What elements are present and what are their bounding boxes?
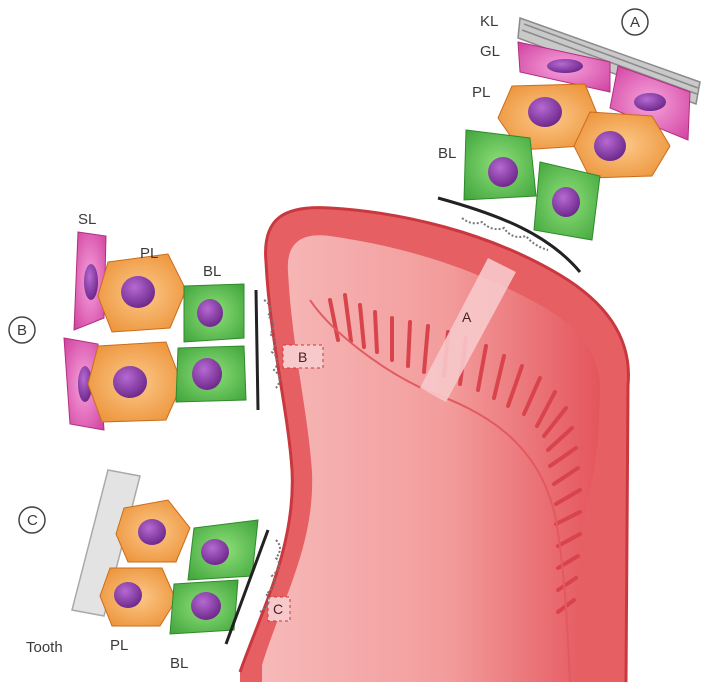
marker-C-label: C — [27, 512, 38, 529]
band-B: B — [283, 345, 323, 368]
marker-A-label: A — [630, 14, 640, 31]
band-C-label: C — [273, 601, 283, 617]
nucleus — [552, 187, 580, 217]
nucleus — [197, 299, 223, 327]
region-A: KL GL PL BL A — [438, 9, 700, 272]
label-BL-B: BL — [203, 263, 221, 280]
nucleus — [528, 97, 562, 127]
nucleus — [488, 157, 518, 187]
nucleus — [634, 93, 666, 111]
label-PL-A: PL — [472, 84, 490, 101]
prickle-layer-B — [88, 254, 186, 422]
label-SL: SL — [78, 211, 96, 228]
label-GL: GL — [480, 43, 500, 60]
nucleus — [138, 519, 166, 545]
label-PL-B: PL — [140, 245, 158, 262]
label-BL-A: BL — [438, 145, 456, 162]
basement-membrane-B — [256, 290, 258, 410]
marker-B-label: B — [17, 322, 27, 339]
basal-layer-B — [176, 284, 246, 402]
nucleus — [192, 358, 222, 390]
nucleus — [594, 131, 626, 161]
gingiva: A B C — [240, 208, 628, 682]
label-tooth: Tooth — [26, 639, 63, 656]
nucleus — [201, 539, 229, 565]
nucleus — [121, 276, 155, 308]
nucleus — [113, 366, 147, 398]
band-A-label: A — [462, 309, 472, 325]
band-B-label: B — [298, 349, 307, 365]
nucleus — [114, 582, 142, 608]
label-BL-C: BL — [170, 655, 188, 672]
label-PL-C: PL — [110, 637, 128, 654]
nucleus — [547, 59, 583, 73]
label-KL: KL — [480, 13, 498, 30]
nucleus — [84, 264, 98, 300]
nucleus — [191, 592, 221, 620]
band-C: C — [268, 597, 290, 621]
region-C: Tooth PL BL C — [19, 470, 280, 672]
region-B: SL PL BL B — [9, 211, 280, 430]
